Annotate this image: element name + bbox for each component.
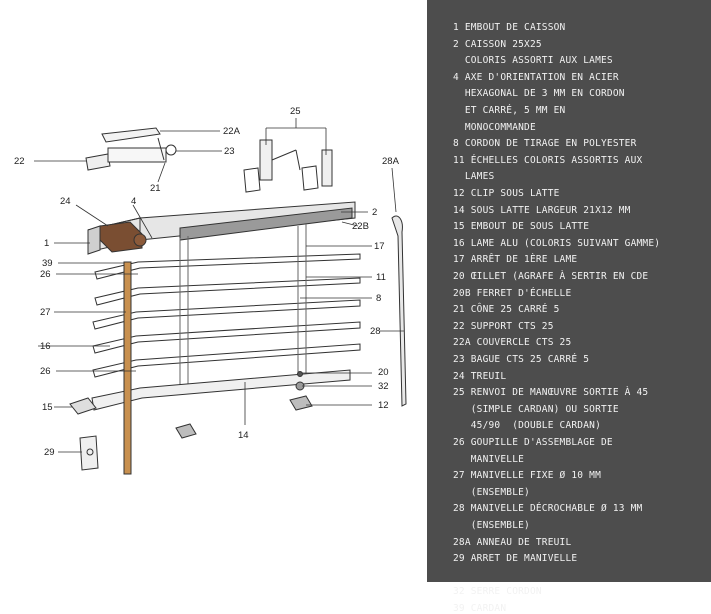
callout-1: 1: [44, 238, 49, 249]
callout-11: 11: [376, 272, 386, 283]
callout-28: 28: [370, 326, 381, 337]
legend-item: 2 CAISSON 25X25: [453, 38, 542, 50]
fixed-crank: [123, 261, 132, 475]
legend-item: 15 EMBOUT DE SOUS LATTE: [453, 221, 590, 233]
callout-14: 14: [238, 430, 249, 441]
legend-item: 21 CÔNE 25 CARRÉ 5: [453, 304, 560, 316]
callout-24: 24: [60, 196, 71, 207]
legend-item: 22A COUVERCLE CTS 25: [453, 337, 572, 349]
legend-item: (SIMPLE CARDAN) OU SORTIE: [453, 403, 619, 415]
legend-item: 20B FERRET D'ÉCHELLE: [453, 287, 572, 299]
callout-17: 17: [374, 241, 385, 252]
legend-item: 11 ÉCHELLES COLORIS ASSORTIS AUX: [453, 154, 643, 166]
eyelet: [297, 371, 303, 377]
callout-22a: 22A: [223, 126, 241, 137]
legend-item: 45/90 (DOUBLE CARDAN): [453, 420, 601, 432]
legend-item: MONOCOMMANDE: [453, 121, 536, 133]
callout-32: 32: [378, 381, 389, 392]
callout-21: 21: [150, 183, 161, 194]
callout-16: 16: [40, 341, 51, 352]
ladders: [179, 224, 307, 395]
legend-item: 12 CLIP SOUS LATTE: [453, 188, 560, 199]
callout-39: 39: [42, 258, 53, 269]
legend-item: 25 RENVOI DE MANŒUVRE SORTIE À 45: [453, 387, 649, 399]
legend-item: 29 ARRET DE MANIVELLE: [453, 553, 578, 565]
exploded-blind-diagram: 1 2 4 8 11 12 14 15 16 17 20 21 22 22A 2…: [14, 106, 407, 475]
callout-22b: 22B: [352, 221, 369, 232]
bottom-rail: [91, 369, 351, 411]
legend-item: (ENSEMBLE): [453, 520, 530, 531]
gear-drive: [243, 139, 333, 193]
legend-item: LAMES: [453, 171, 495, 183]
legend-item: 17 ARRÊT DE 1ÈRE LAME: [453, 254, 578, 266]
callout-20: 20: [378, 367, 389, 378]
legend-item: ET CARRÉ, 5 MM EN: [453, 105, 566, 116]
clip-loose: [175, 423, 197, 439]
slats: [92, 253, 361, 378]
callout-4: 4: [131, 196, 136, 207]
callout-29: 29: [44, 447, 55, 458]
callout-26-bottom: 26: [40, 366, 51, 377]
callout-8: 8: [376, 293, 381, 304]
callout-2: 2: [372, 207, 377, 218]
crank-stop: [79, 435, 99, 471]
callout-28a: 28A: [382, 156, 400, 167]
legend-item: 4 AXE D'ORIENTATION EN ACIER: [453, 71, 619, 83]
leader-lines: [34, 118, 404, 453]
legend-item: 1 EMBOUT DE CAISSON: [453, 22, 566, 33]
winch: [99, 221, 147, 253]
callout-27: 27: [40, 307, 51, 318]
exploded-top-parts: [85, 127, 177, 171]
legend-item: 24 TREUIL: [453, 370, 507, 382]
clip-under-rail: [289, 395, 313, 411]
legend-item: HEXAGONAL DE 3 MM EN CORDON: [453, 88, 625, 100]
callout-12: 12: [378, 400, 389, 411]
legend-item: COLORIS ASSORTI AUX LAMES: [453, 55, 613, 67]
legend-item: 26 GOUPILLE D'ASSEMBLAGE DE: [453, 437, 613, 448]
legend-item: 32 SERRE CORDON: [453, 586, 542, 598]
callout-26-top: 26: [40, 269, 51, 280]
legend-item: 39 CARDAN: [453, 603, 507, 614]
legend-item: MANIVELLE: [453, 453, 525, 465]
callout-23: 23: [224, 146, 235, 157]
legend-item: (ENSEMBLE): [453, 486, 530, 498]
diagram-drawing: 1 2 4 8 11 12 14 15 16 17 20 21 22 22A 2…: [14, 106, 407, 475]
callout-25: 25: [290, 106, 301, 117]
legend-item: 16 LAME ALU (COLORIS SUIVANT GAMME): [453, 237, 661, 249]
legend-item: 14 SOUS LATTE LARGEUR 21X12 MM: [453, 204, 631, 216]
legend-item: 28A ANNEAU DE TREUIL: [453, 536, 572, 548]
legend-item: 27 MANIVELLE FIXE Ø 10 MM: [453, 470, 601, 482]
legend-panel: 1 EMBOUT DE CAISSON 2 CAISSON 25X25 COLOR…: [427, 0, 711, 613]
legend-item: 23 BAGUE CTS 25 CARRÉ 5: [453, 354, 590, 365]
legend-item: 22 SUPPORT CTS 25: [453, 320, 554, 332]
callout-15: 15: [42, 402, 53, 413]
callout-labels: 1 2 4 8 11 12 14 15 16 17 20 21 22 22A 2…: [14, 106, 400, 458]
legend-item: 8 CORDON DE TIRAGE EN POLYESTER: [453, 138, 637, 150]
end-cap: [87, 225, 101, 255]
legend-item: 20 ŒILLET (AGRAFE À SERTIR EN CDE: [453, 271, 649, 282]
callout-22: 22: [14, 156, 25, 167]
detachable-crank: [391, 215, 407, 407]
bottom-rail-end-cap: [69, 397, 97, 415]
legend-item: 28 MANIVELLE DÉCROCHABLE Ø 13 MM: [453, 503, 643, 515]
